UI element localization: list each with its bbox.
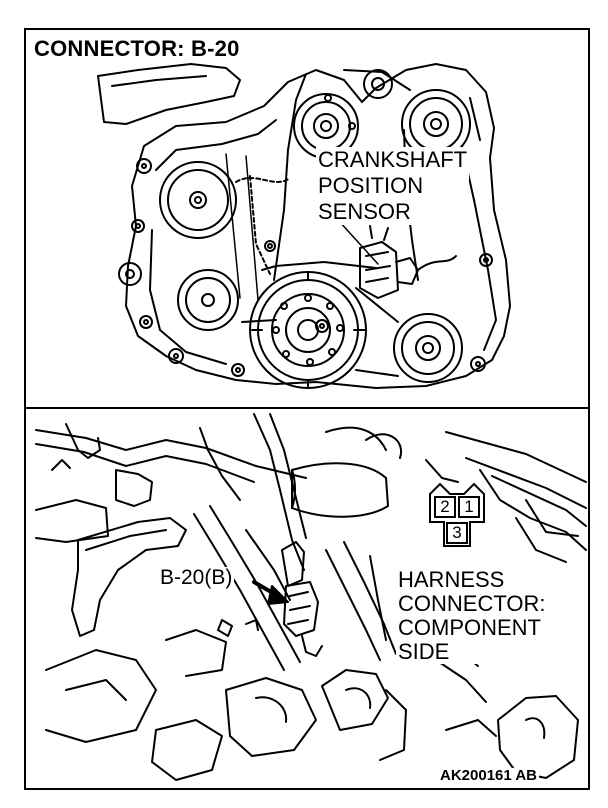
figure-code: AK200161 AB bbox=[438, 767, 539, 784]
diagram-title: CONNECTOR: B-20 bbox=[34, 36, 240, 61]
connector-ref-label: B-20(B) bbox=[158, 566, 235, 589]
harness-label-line: SIDE bbox=[398, 639, 450, 664]
timing-cover-view bbox=[97, 63, 511, 389]
sensor-label-line: SENSOR bbox=[318, 199, 411, 224]
harness-label-line: HARNESS bbox=[398, 567, 505, 592]
connector-pin-1: 1 bbox=[458, 496, 480, 518]
harness-label-line: CONNECTOR: bbox=[398, 591, 546, 616]
harness-connector-label: HARNESS CONNECTOR: COMPONENT SIDE bbox=[396, 568, 548, 664]
connector-face: 2 1 3 bbox=[422, 482, 492, 560]
connector-pin-3: 3 bbox=[446, 522, 468, 544]
sensor-label: CRANKSHAFT POSITION SENSOR bbox=[316, 147, 470, 225]
diagram-frame: 2 1 3 CONNECTOR: B-20 CRANKSHAFT POSITIO… bbox=[24, 28, 590, 790]
engine-bay-view bbox=[35, 413, 587, 781]
engine-illustration bbox=[26, 63, 588, 781]
sensor-label-line: POSITION bbox=[318, 173, 424, 198]
connector-pin-2: 2 bbox=[434, 496, 456, 518]
connector-outline bbox=[429, 482, 485, 547]
sensor-label-line: CRANKSHAFT bbox=[318, 147, 468, 172]
harness-label-line: COMPONENT bbox=[398, 615, 541, 640]
